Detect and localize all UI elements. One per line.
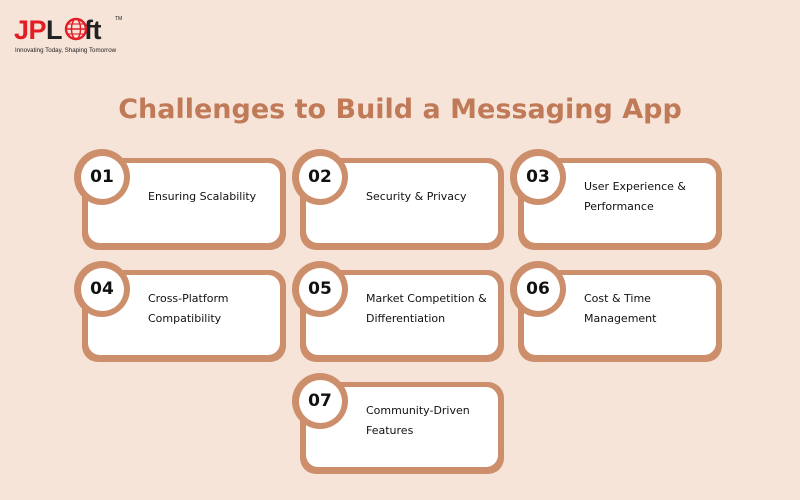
page-title: Challenges to Build a Messaging App bbox=[118, 94, 682, 125]
logo-ft: ft bbox=[84, 15, 102, 45]
number-badge: 05 bbox=[292, 261, 348, 317]
number-badge: 06 bbox=[510, 261, 566, 317]
badge-number: 01 bbox=[80, 155, 124, 199]
card-label: User Experience & Performance bbox=[584, 180, 686, 213]
logo-jp: JP bbox=[14, 15, 47, 45]
challenge-card-05: Market Competition & Differentiation 05 bbox=[292, 261, 504, 362]
badge-number: 03 bbox=[516, 155, 560, 199]
card-label: Security & Privacy bbox=[366, 190, 467, 203]
number-badge: 07 bbox=[292, 373, 348, 429]
challenge-card-02: Security & Privacy 02 bbox=[292, 149, 504, 250]
badge-number: 04 bbox=[80, 267, 124, 311]
globe-icon bbox=[64, 17, 88, 41]
number-badge: 01 bbox=[74, 149, 130, 205]
challenge-card-01: Ensuring Scalability 01 bbox=[74, 149, 286, 250]
challenge-card-06: Cost & Time Management 06 bbox=[510, 261, 722, 362]
card-label: Ensuring Scalability bbox=[148, 190, 257, 203]
challenge-card-07: Community-Driven Features 07 bbox=[292, 373, 504, 474]
badge-number: 06 bbox=[516, 267, 560, 311]
badge-number: 02 bbox=[298, 155, 342, 199]
card-body: Cross-Platform Compatibility bbox=[88, 275, 280, 355]
number-badge: 03 bbox=[510, 149, 566, 205]
challenge-card-03: User Experience & Performance 03 bbox=[510, 149, 722, 250]
card-label: Market Competition & Differentiation bbox=[366, 292, 487, 325]
card-body: Market Competition & Differentiation bbox=[306, 275, 498, 355]
card-label: Cost & Time Management bbox=[584, 292, 657, 325]
trademark-symbol: TM bbox=[115, 16, 123, 22]
challenge-card-04: Cross-Platform Compatibility 04 bbox=[74, 261, 286, 362]
logo-tagline: Innovating Today, Shaping Tomorrow bbox=[15, 47, 117, 54]
card-label: Cross-Platform Compatibility bbox=[148, 292, 229, 325]
badge-number: 07 bbox=[298, 379, 342, 423]
number-badge: 04 bbox=[74, 261, 130, 317]
logo-l: L bbox=[46, 15, 63, 45]
card-label: Community-Driven Features bbox=[366, 404, 470, 437]
number-badge: 02 bbox=[292, 149, 348, 205]
badge-number: 05 bbox=[298, 267, 342, 311]
